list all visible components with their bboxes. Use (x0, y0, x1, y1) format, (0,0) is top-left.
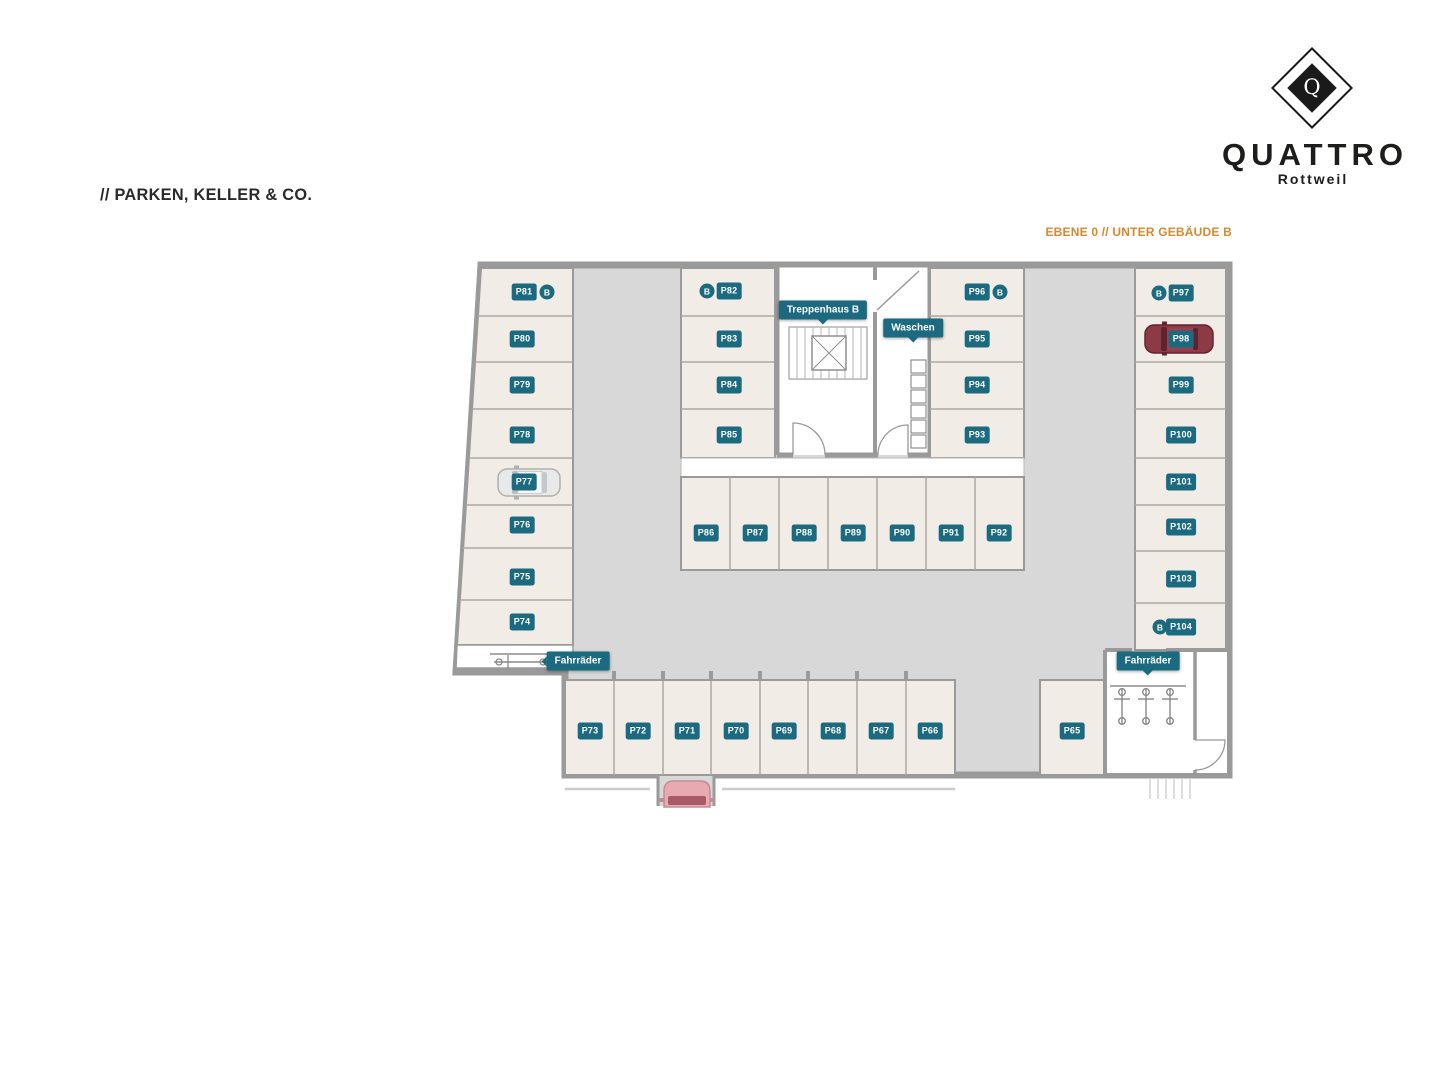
stall-block-left (455, 267, 574, 646)
bikes-icon (1114, 688, 1178, 726)
stall-block-p65 (1039, 679, 1106, 776)
car-icon-red (1144, 321, 1214, 356)
stairwell (774, 262, 933, 458)
page-title: // PARKEN, KELLER & CO. (100, 185, 313, 204)
stall-block-mid-top (680, 267, 776, 459)
logo-monogram: Q (1303, 75, 1321, 100)
level-label: EBENE 0 // UNTER GEBÄUDE B (1045, 225, 1232, 239)
walkway-strip (680, 457, 1025, 478)
bike-area-left (455, 644, 574, 669)
washing-machines-icon (910, 359, 927, 449)
logo-city: Rottweil (1277, 171, 1349, 187)
stall-block-mid-right (929, 267, 1025, 459)
lower-stairs-hint (1149, 779, 1191, 799)
car-icon-white (497, 465, 561, 500)
logo-name: QUATTRO (1222, 137, 1408, 172)
bike-room-right (1103, 648, 1227, 775)
stall-block-middle-row (680, 476, 1025, 571)
stall-block-bottom (564, 671, 956, 776)
car-icon-pink (659, 780, 715, 808)
